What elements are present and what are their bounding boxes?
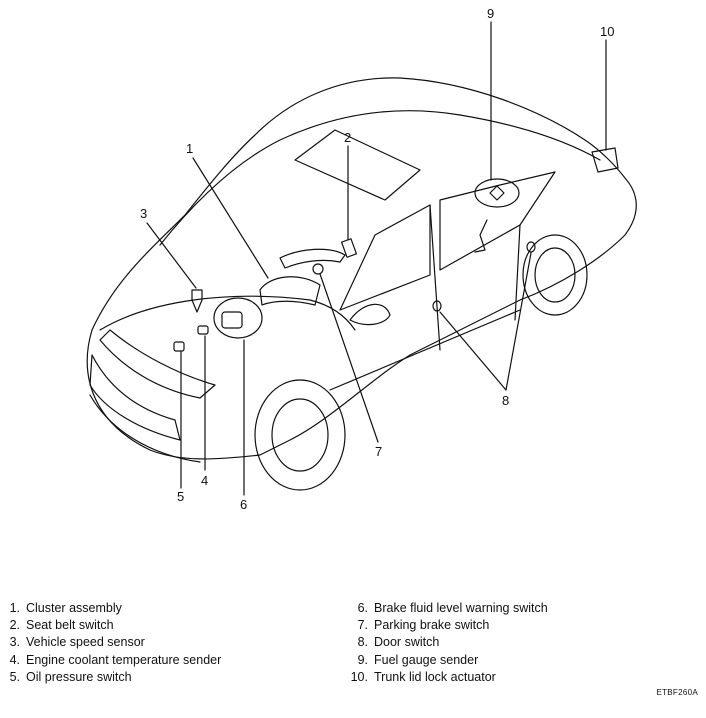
figure-code: ETBF260A bbox=[656, 688, 698, 697]
legend-number: 10. bbox=[350, 669, 368, 684]
legend-number: 9. bbox=[357, 652, 368, 667]
sunroof bbox=[294, 129, 421, 201]
legend-item: 9. Fuel gauge sender bbox=[350, 652, 548, 669]
fuel-line-shape bbox=[474, 219, 488, 253]
legend-text: Cluster assembly bbox=[26, 601, 122, 615]
legend-number: 8. bbox=[357, 635, 368, 650]
leader-3 bbox=[146, 222, 197, 289]
callout-1: 1 bbox=[186, 141, 193, 156]
cluster-assembly-shape bbox=[259, 276, 321, 306]
legend-number: 5. bbox=[9, 669, 20, 684]
legend-item: 1. Cluster assembly bbox=[2, 600, 221, 617]
legend-text: Fuel gauge sender bbox=[374, 652, 479, 667]
callout-5: 5 bbox=[177, 489, 184, 504]
seat-belt-switch-shape bbox=[340, 238, 358, 258]
front-door-window bbox=[339, 204, 431, 311]
leader-8b bbox=[505, 252, 532, 391]
legend-number: 7. bbox=[357, 618, 368, 633]
callout-8: 8 bbox=[502, 393, 509, 408]
legend-text: Oil pressure switch bbox=[26, 669, 132, 684]
legend-text: Parking brake switch bbox=[374, 618, 490, 633]
parking-brake-switch-shape bbox=[312, 263, 324, 275]
legend-number: 4. bbox=[9, 652, 20, 667]
door-switch-rear-shape bbox=[526, 241, 536, 253]
brake-master-cylinder-shape bbox=[213, 297, 263, 339]
legend-number: 2. bbox=[9, 618, 20, 633]
callout-3: 3 bbox=[140, 206, 147, 221]
callout-2: 2 bbox=[344, 130, 351, 145]
windshield-line bbox=[159, 110, 461, 246]
leader-1 bbox=[192, 157, 269, 279]
door-line-front bbox=[429, 204, 441, 351]
rear-door-window bbox=[439, 171, 556, 271]
door-line-rear bbox=[514, 224, 521, 321]
brake-fluid-reservoir-shape bbox=[221, 311, 243, 329]
oil-pressure-switch-shape bbox=[173, 341, 185, 352]
legend-item: 10. Trunk lid lock actuator bbox=[350, 669, 548, 686]
hood-line bbox=[99, 295, 356, 331]
legend-right: 6. Brake fluid level warning switch 7. Par… bbox=[350, 600, 548, 686]
legend-item: 8. Door switch bbox=[350, 634, 548, 651]
grille bbox=[89, 354, 181, 441]
trunk-lid-actuator-shape bbox=[591, 147, 619, 173]
fuel-tank-shape bbox=[474, 178, 520, 208]
legend-item: 2. Seat belt switch bbox=[2, 617, 221, 634]
legend-number: 3. bbox=[9, 635, 20, 650]
coolant-sender-shape bbox=[197, 325, 209, 335]
vehicle-speed-sensor-shape bbox=[191, 289, 203, 313]
leader-7 bbox=[319, 273, 379, 443]
door-switch-front-shape bbox=[432, 300, 442, 312]
car-body-outline bbox=[86, 77, 637, 460]
front-wheel-hub bbox=[271, 398, 329, 472]
legend-text: Engine coolant temperature sender bbox=[26, 652, 222, 667]
callout-10: 10 bbox=[600, 24, 614, 39]
legend-item: 5. Oil pressure switch bbox=[2, 669, 221, 686]
legend-number: 6. bbox=[357, 601, 368, 615]
legend-number: 1. bbox=[9, 601, 20, 615]
legend-text: Trunk lid lock actuator bbox=[374, 669, 496, 684]
front-wheel bbox=[254, 379, 346, 491]
legend-text: Vehicle speed sensor bbox=[26, 635, 145, 650]
side-mirror bbox=[349, 303, 391, 326]
roof-rear-line bbox=[459, 114, 601, 161]
sill-line bbox=[329, 309, 521, 391]
leader-8a bbox=[439, 311, 507, 391]
car-component-diagram: 1 2 3 4 5 6 7 8 9 10 bbox=[86, 6, 637, 512]
callout-6: 6 bbox=[240, 497, 247, 512]
rear-wheel bbox=[522, 234, 588, 316]
legend-item: 6. Brake fluid level warning switch bbox=[350, 600, 548, 617]
legend-item: 3. Vehicle speed sensor bbox=[2, 634, 221, 651]
headlight bbox=[99, 329, 216, 399]
legend-item: 4. Engine coolant temperature sender bbox=[2, 652, 222, 669]
legend-text: Brake fluid level warning switch bbox=[374, 601, 548, 615]
front-bumper bbox=[89, 394, 201, 463]
rear-wheel-hub bbox=[534, 247, 576, 303]
callout-9: 9 bbox=[487, 6, 494, 21]
legend-item: 7. Parking brake switch bbox=[350, 617, 548, 634]
parking-brake-shape bbox=[279, 248, 346, 269]
legend-left: 1. Cluster assembly 2. Seat belt switch 3.… bbox=[2, 600, 222, 686]
callout-7: 7 bbox=[375, 444, 382, 459]
fuel-gauge-sender-shape bbox=[489, 185, 505, 201]
legend-text: Seat belt switch bbox=[26, 618, 114, 633]
callout-4: 4 bbox=[201, 473, 208, 488]
legend-text: Door switch bbox=[374, 635, 440, 650]
